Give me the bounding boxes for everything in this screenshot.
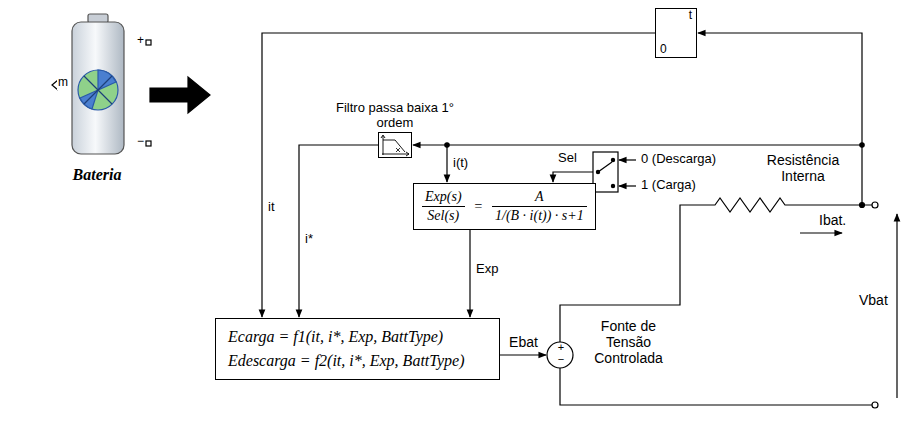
battery-emblem (78, 70, 118, 110)
terminal-sign: − (136, 135, 145, 149)
current-wire (446, 145, 447, 182)
equation-line: Edescarga = f2(it, i*, Exp, BattType) (228, 349, 487, 373)
port-name: m (57, 76, 69, 90)
signal-connector (469, 230, 470, 317)
source-sign: − (554, 354, 568, 365)
signal-connector (299, 145, 378, 317)
source-input-wire (500, 354, 546, 355)
function-box: Ecarga = f1(it, i*, Exp, BattType)Edesca… (215, 318, 500, 380)
integrator-block: t0 (655, 8, 697, 58)
terminal-square (146, 141, 151, 146)
integral-limit: 0 (660, 43, 667, 55)
switch-option: 1 (Carga) (640, 178, 697, 193)
switch-input (619, 185, 636, 186)
signal-connector (262, 33, 655, 317)
terminal-circle (872, 202, 878, 208)
equation-line: Ecarga = f1(it, i*, Exp, BattType) (228, 325, 487, 349)
signal-name: Vbat (858, 292, 889, 308)
battery-body (72, 22, 124, 154)
lowpass-icon (381, 135, 409, 156)
fraction-term: Exp(s) (422, 188, 465, 207)
battery-emblem-cross (84, 76, 112, 104)
component-name: Fonte de Tensão Controlada (580, 318, 677, 366)
fraction: A1/(B · i(t)) · s+1 (492, 188, 587, 225)
junction-dot (445, 143, 449, 147)
current-arrow (800, 232, 842, 233)
block-title: Filtro passa baixa 1° ordem (335, 101, 455, 131)
terminal-circle (872, 402, 878, 408)
big-arrow (150, 77, 210, 113)
current-wire (413, 144, 862, 145)
fraction-term: 1/(B · i(t)) · s+1 (492, 207, 587, 225)
junction-dot (860, 143, 864, 147)
terminal-square (146, 40, 151, 45)
signal-name: i(t) (452, 156, 469, 171)
fraction: = (471, 198, 486, 216)
fraction-term: A (492, 188, 587, 207)
switch-symbol (593, 152, 618, 192)
transfer-function-box: Exp(s)Sel(s) = A1/(B · i(t)) · s+1 (413, 183, 596, 230)
signal-name: Ebat (508, 334, 539, 350)
block-name: Bateria (32, 166, 162, 184)
signal-name: i* (304, 232, 314, 247)
switch-input (619, 159, 636, 160)
voltage-arrow (896, 214, 897, 398)
battery-icon (52, 14, 151, 154)
integral-limit: t (689, 9, 692, 21)
battery-block: Bateria (62, 12, 132, 162)
filter-block: Filtro passa baixa 1° ordem (378, 132, 412, 158)
signal-name: Exp (475, 262, 499, 277)
switch-option: 0 (Descarga) (640, 152, 717, 167)
fraction: Exp(s)Sel(s) (422, 188, 465, 225)
return-wire (560, 368, 872, 405)
controlled-source-symbol (547, 342, 573, 368)
equals-sign: = (471, 198, 486, 216)
signal-name: Ibat. (818, 212, 847, 228)
current-wire (698, 33, 862, 205)
fraction-term: Sel(s) (422, 207, 465, 225)
source-sign: + (554, 342, 568, 353)
signal-name: Sel (557, 151, 578, 166)
signal-name: it (267, 200, 276, 215)
select-wire (553, 172, 593, 182)
terminal-sign: + (136, 34, 145, 48)
component-name: Resistência Interna (752, 152, 854, 184)
